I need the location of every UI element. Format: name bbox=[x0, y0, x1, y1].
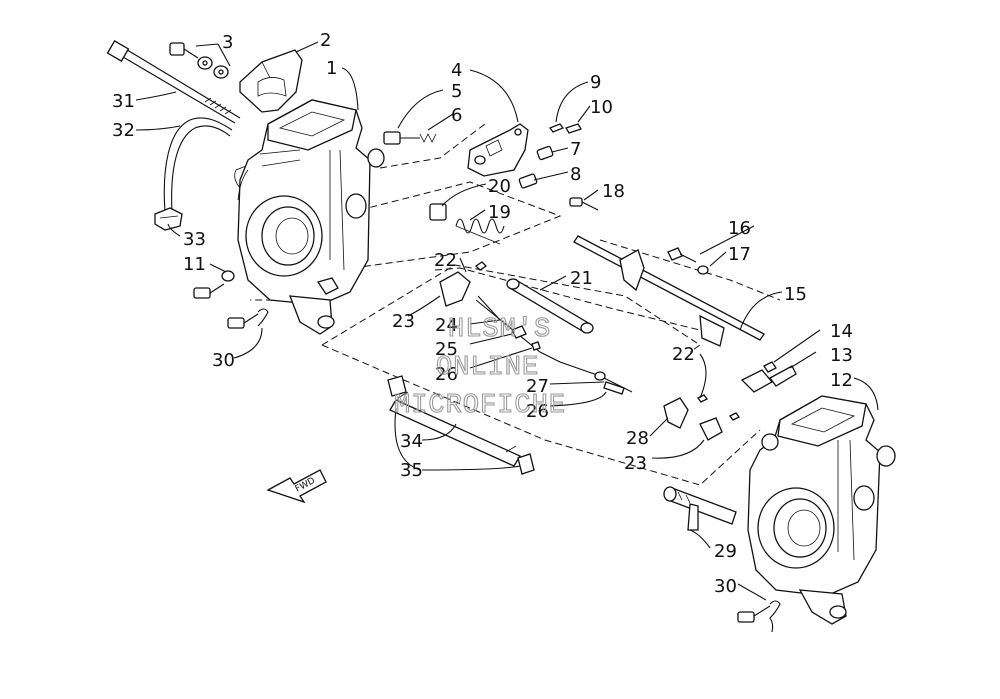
screw-5-6 bbox=[383, 131, 437, 145]
fuel-line-32 bbox=[154, 117, 233, 231]
screw-washers-3 bbox=[169, 42, 229, 79]
tube-34-clamps-35 bbox=[387, 375, 535, 475]
callout-16: 16 bbox=[728, 218, 751, 239]
cable-assembly-24-27 bbox=[475, 299, 633, 395]
spring-19 bbox=[455, 218, 505, 245]
screws-11-30-left bbox=[193, 270, 269, 329]
callout-8: 8 bbox=[570, 164, 581, 185]
callout-34: 34 bbox=[400, 431, 423, 452]
callout-6: 6 bbox=[451, 105, 462, 126]
screw-30-right bbox=[737, 600, 781, 633]
parts-9-10 bbox=[548, 123, 582, 134]
callout-17: 17 bbox=[728, 244, 751, 265]
watermark: HLSM'S ONLINE MICROFICHE bbox=[393, 314, 566, 421]
callout-5: 5 bbox=[451, 81, 462, 102]
watermark-line-2: ONLINE bbox=[436, 353, 539, 383]
callout-13: 13 bbox=[830, 345, 853, 366]
fitting-29 bbox=[663, 486, 737, 531]
callout-4: 4 bbox=[451, 60, 462, 81]
callout-22a: 22 bbox=[434, 250, 457, 271]
callout-3: 3 bbox=[222, 32, 233, 53]
callout-22b: 22 bbox=[672, 344, 695, 365]
callout-27: 27 bbox=[526, 376, 549, 397]
screw-16-17 bbox=[667, 247, 709, 275]
fwd-arrow: FWD bbox=[266, 469, 327, 504]
watermark-line-3: MICROFICHE bbox=[394, 391, 566, 421]
callout-18: 18 bbox=[602, 181, 625, 202]
callout-32: 32 bbox=[112, 120, 135, 141]
clips-13-14 bbox=[740, 361, 797, 393]
callout-7: 7 bbox=[570, 139, 581, 160]
bracket-22-23-28-lower bbox=[663, 394, 740, 441]
callout-26a: 26 bbox=[435, 364, 458, 385]
throttle-shaft-15 bbox=[569, 197, 765, 347]
callout-labels: 1 2 3 4 5 6 7 8 9 10 11 12 13 14 15 16 1… bbox=[112, 30, 853, 597]
callout-1: 1 bbox=[326, 58, 337, 79]
callout-29: 29 bbox=[714, 541, 737, 562]
callout-30a: 30 bbox=[212, 350, 235, 371]
callout-35: 35 bbox=[400, 460, 423, 481]
long-bolt-31 bbox=[106, 40, 241, 124]
bracket-2 bbox=[239, 49, 303, 113]
callout-9: 9 bbox=[590, 72, 601, 93]
callout-31: 31 bbox=[112, 91, 135, 112]
spacer-20 bbox=[429, 203, 447, 221]
carburetor-1 bbox=[234, 99, 385, 335]
callout-19: 19 bbox=[488, 202, 511, 223]
callout-25: 25 bbox=[435, 339, 458, 360]
callout-2: 2 bbox=[320, 30, 331, 51]
callout-20: 20 bbox=[488, 176, 511, 197]
callout-23b: 23 bbox=[624, 453, 647, 474]
callout-15: 15 bbox=[784, 284, 807, 305]
watermark-line-1: HLSM'S bbox=[448, 315, 551, 345]
callout-33: 33 bbox=[183, 229, 206, 250]
carburetor-12 bbox=[747, 395, 896, 625]
rod-21 bbox=[506, 278, 594, 334]
leader-lines bbox=[135, 41, 879, 601]
callout-11: 11 bbox=[183, 254, 206, 275]
throttle-bracket-4 bbox=[467, 123, 554, 189]
callout-12: 12 bbox=[830, 370, 853, 391]
callout-14: 14 bbox=[830, 321, 853, 342]
callout-24: 24 bbox=[435, 315, 458, 336]
callout-30b: 30 bbox=[714, 576, 737, 597]
callout-23a: 23 bbox=[392, 311, 415, 332]
callout-26b: 26 bbox=[526, 401, 549, 422]
callout-10: 10 bbox=[590, 97, 613, 118]
callout-28: 28 bbox=[626, 428, 649, 449]
callout-21: 21 bbox=[570, 268, 593, 289]
